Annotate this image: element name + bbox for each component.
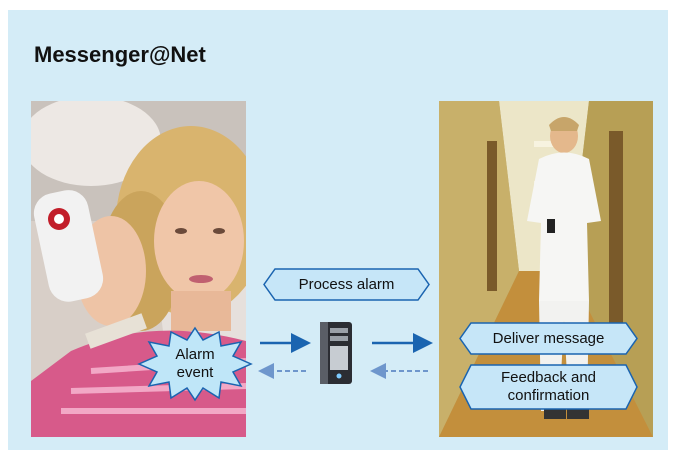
alarm-line-2: event [176,364,214,381]
feedback-confirmation-shape [459,364,638,410]
deliver-message-label: Deliver message [492,329,605,347]
deliver-message-shape [459,322,638,355]
patient-photo [31,101,246,437]
server-tower-icon [316,320,356,386]
nurse-photo [439,101,653,437]
feedback-line-1: Feedback and [500,369,597,386]
process-alarm-label: Process alarm [298,275,395,293]
feedback-line-2: confirmation [507,387,590,404]
process-alarm-shape [263,268,430,301]
diagram-title: Messenger@Net [34,42,206,67]
alarm-event-starburst [137,326,253,402]
alarm-line-1: Alarm [175,346,215,363]
alarm-event-label: Alarm event [137,326,253,402]
feedback-confirmation-label: Feedback and confirmation [459,364,638,410]
